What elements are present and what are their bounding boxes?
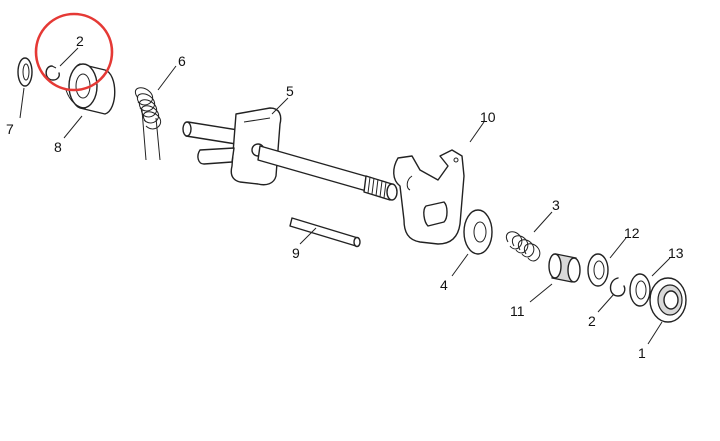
leader-lines: [19, 47, 671, 345]
part-4-thrust-washer: [463, 209, 493, 255]
callout-12: 12: [624, 225, 640, 241]
part-6-torsion-spring: [134, 87, 162, 161]
callout-7: 7: [6, 121, 14, 137]
callout-13: 13: [668, 245, 684, 261]
part-3-spring: [506, 231, 541, 262]
highlight-circle: [34, 12, 114, 92]
callout-2-top: 2: [76, 33, 84, 49]
part-7-washer: [17, 57, 33, 87]
part-13-washer: [629, 273, 651, 307]
part-10-ratchet-plate: [393, 149, 465, 245]
callout-5: 5: [286, 83, 294, 99]
part-2-circlip-top: [45, 65, 60, 81]
callout-11: 11: [510, 303, 525, 319]
part-1-oil-seal: [649, 277, 687, 323]
part-5-kickstart-shaft: [182, 107, 398, 201]
part-11-bushing: [548, 253, 581, 283]
callout-10: 10: [480, 109, 496, 125]
part-9-pin: [289, 217, 361, 248]
part-2-circlip-bottom: [609, 277, 626, 297]
part-12-washer: [587, 253, 609, 287]
callout-4: 4: [440, 277, 448, 293]
callout-1: 1: [638, 345, 646, 361]
callout-2-bottom: 2: [588, 313, 596, 329]
callout-6: 6: [178, 53, 186, 69]
callout-8: 8: [54, 139, 62, 155]
callout-3: 3: [552, 197, 560, 213]
callout-9: 9: [292, 245, 300, 261]
